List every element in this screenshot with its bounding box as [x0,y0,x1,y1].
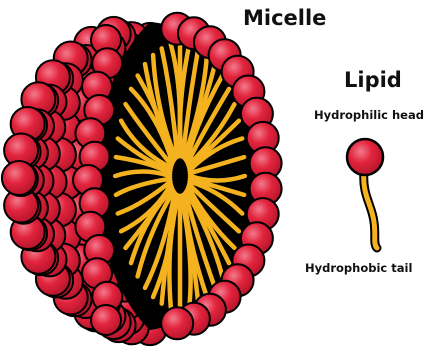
lipid-head-ball [91,305,121,335]
micelle [2,13,282,345]
hydrophilic-head-label: Hydrophilic head [314,108,424,122]
lipid-head [347,139,383,175]
hydrophobic-tail-label: Hydrophobic tail [305,261,412,275]
lipid-molecule [347,139,383,248]
diagram-title: Micelle [243,6,326,30]
lipid-heading: Lipid [344,68,402,92]
lipid-head-ball [161,307,193,339]
lipid-head-ball [2,161,36,195]
